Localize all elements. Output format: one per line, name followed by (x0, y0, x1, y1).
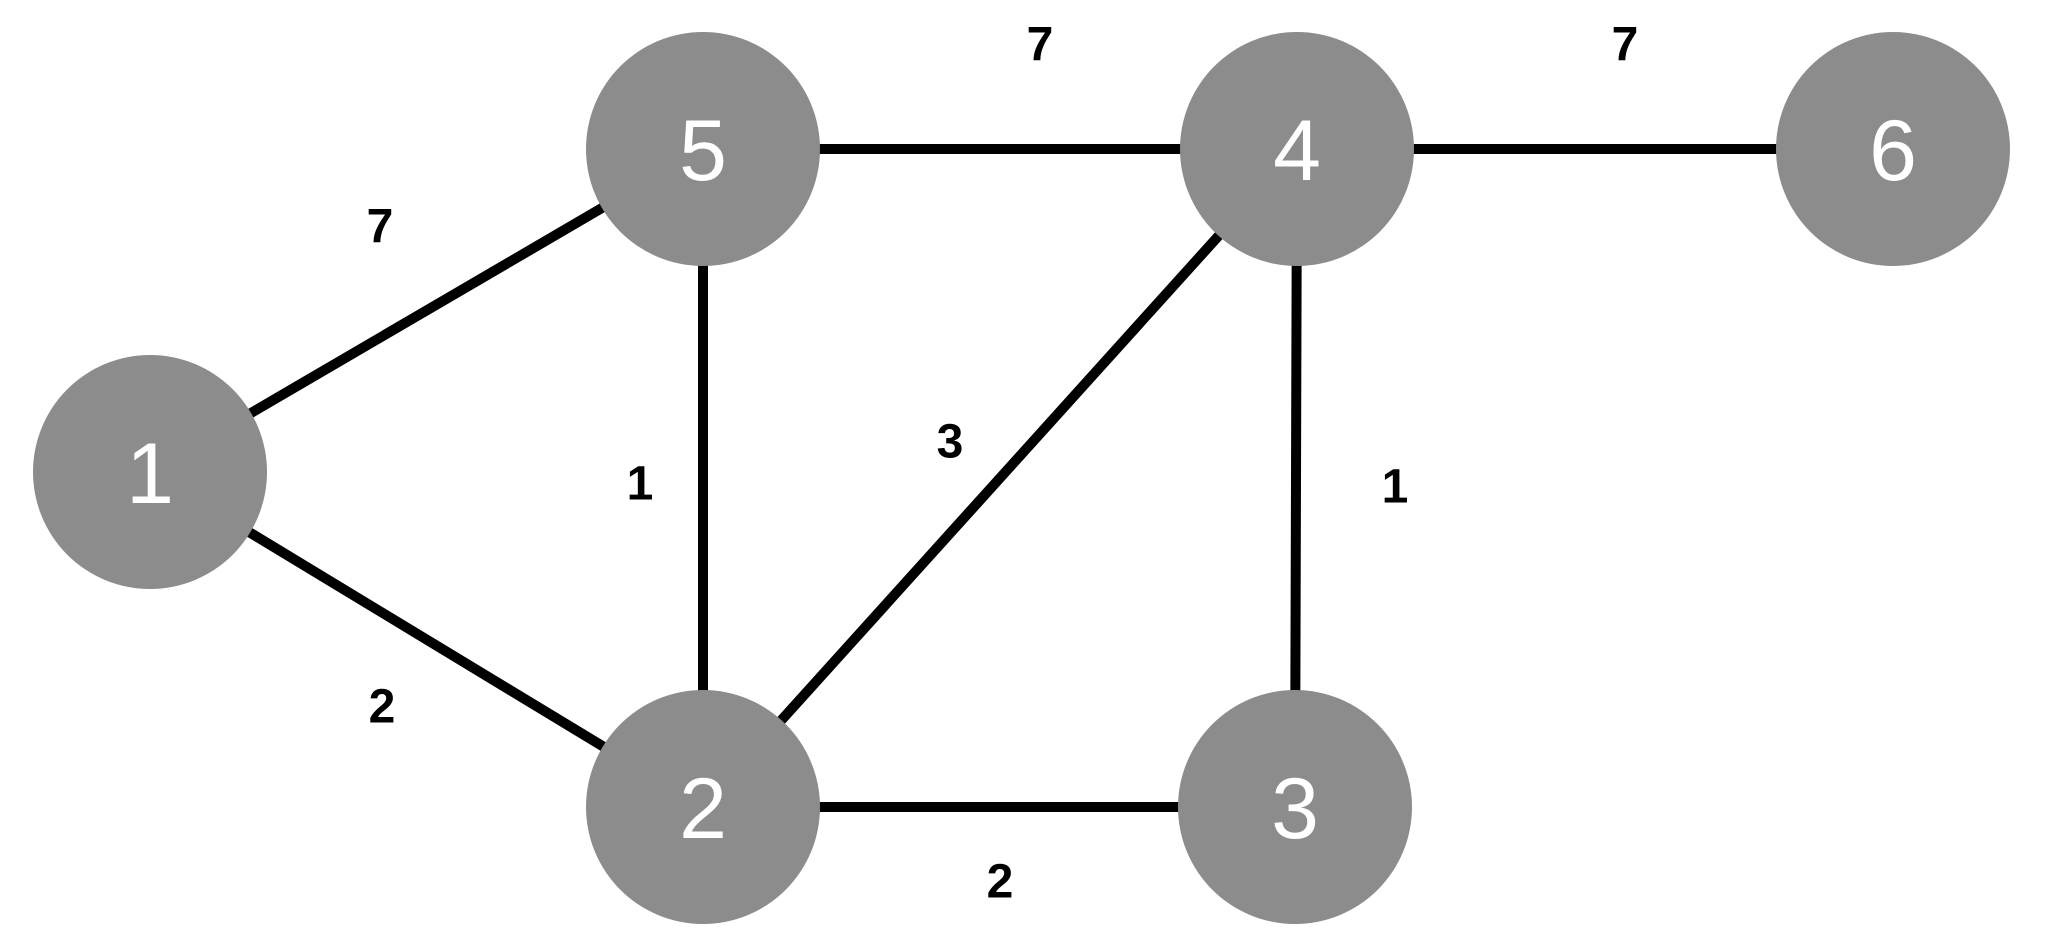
node-circle-4[interactable] (1180, 32, 1414, 266)
edge-weight-4-6: 7 (1612, 19, 1639, 72)
edge-weight-4-3: 1 (1382, 461, 1409, 514)
node-circle-2[interactable] (586, 690, 820, 924)
node-circle-5[interactable] (586, 32, 820, 266)
graph-node-5[interactable]: 5 (586, 32, 820, 266)
edge-weight-2-3: 2 (987, 856, 1014, 909)
node-circle-1[interactable] (33, 355, 267, 589)
graph-node-2[interactable]: 2 (586, 690, 820, 924)
graph-node-3[interactable]: 3 (1178, 690, 1412, 924)
nodes-layer: 1 2 3 4 5 6 (33, 32, 2010, 924)
node-label-3: 3 (1271, 761, 1319, 857)
edge-weight-1-2: 2 (369, 681, 396, 734)
edge-weight-5-4: 7 (1027, 19, 1054, 72)
graph-edge-4-3 (1290, 261, 1302, 695)
edge-weights-layer: 7 2 7 1 3 2 1 7 (367, 19, 1639, 909)
node-label-6: 6 (1869, 103, 1917, 199)
node-circle-6[interactable] (1776, 32, 2010, 266)
node-label-1: 1 (126, 426, 174, 522)
edge-weight-5-2: 1 (627, 458, 654, 511)
node-label-4: 4 (1273, 103, 1321, 199)
graph-node-1[interactable]: 1 (33, 355, 267, 589)
node-circle-3[interactable] (1178, 690, 1412, 924)
node-label-5: 5 (679, 103, 727, 199)
edges-layer (244, 144, 1780, 812)
node-label-2: 2 (679, 761, 727, 857)
graph-node-6[interactable]: 6 (1776, 32, 2010, 266)
graph-edge-2-4 (775, 229, 1225, 727)
graph-node-4[interactable]: 4 (1180, 32, 1414, 266)
graph-edge-1-2 (244, 526, 609, 753)
edge-weight-1-5: 7 (367, 201, 394, 254)
graph-edge-1-5 (245, 201, 608, 420)
edge-weight-2-4: 3 (937, 416, 964, 469)
